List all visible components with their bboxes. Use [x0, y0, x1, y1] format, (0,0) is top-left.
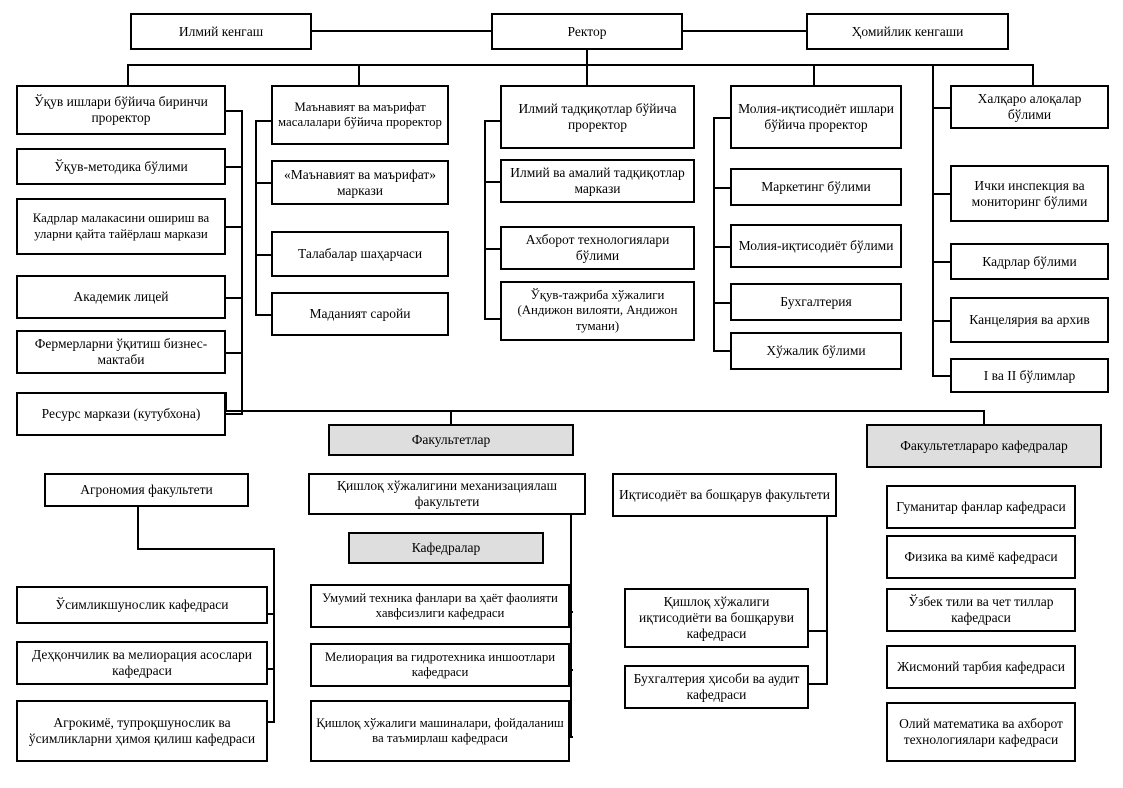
col1-spine [241, 110, 243, 415]
node-col1-child-1[interactable]: Кадрлар малакасини ошириш ва уларни қайт… [16, 198, 226, 255]
link-rector-drop [586, 50, 588, 65]
col5-stub-head [932, 107, 952, 109]
col4-stub-0 [713, 187, 732, 189]
node-faculty-economics[interactable]: Иқтисодиёт ва бошқарув факультети [612, 473, 837, 517]
economics-spine [826, 517, 828, 684]
bus-drop-col3 [586, 64, 588, 85]
node-col3-child-1[interactable]: Ахборот технологиялари бўлими [500, 226, 695, 270]
node-econ-dept-0[interactable]: Қишлоқ хўжалиги иқтисодиёти ва бошқаруви… [624, 588, 809, 648]
agronomy-stub-1 [268, 668, 275, 670]
col5-spine [932, 64, 934, 376]
node-interfaculty-dept-3[interactable]: Жисмоний тарбия кафедраси [886, 645, 1076, 689]
node-faculty-mechanization[interactable]: Қишлоқ хўжалигини механизациялаш факульт… [308, 473, 586, 515]
agronomy-elbow [137, 548, 275, 550]
node-col3-child-0[interactable]: Илмий ва амалий тадқиқотлар маркази [500, 159, 695, 203]
bus-drop-col5 [1032, 64, 1034, 85]
agronomy-stub-0 [268, 613, 275, 615]
col2-spine [255, 120, 257, 316]
node-col1-child-4[interactable]: Ресурс маркази (кутубхона) [16, 392, 226, 436]
node-col2-child-1[interactable]: Талабалар шаҳарчаси [271, 231, 449, 277]
node-agronomy-dept-0[interactable]: Ўсимликшунослик кафедраси [16, 586, 268, 624]
col3-stub-2 [484, 318, 502, 320]
link-rector-to-patronage [683, 30, 806, 32]
node-interfaculty-dept-2[interactable]: Ўзбек тили ва чет тиллар кафедраси [886, 588, 1076, 632]
node-interfaculty-dept-4[interactable]: Олий математика ва ахборот технологиялар… [886, 702, 1076, 762]
col1-stub-4 [226, 413, 243, 415]
main-bus [127, 64, 1033, 66]
node-col5-child-0[interactable]: Ички инспекция ва мониторинг бўлими [950, 165, 1109, 222]
node-interfaculty-dept-0[interactable]: Гуманитар фанлар кафедраси [886, 485, 1076, 529]
col5-stub-0 [932, 193, 952, 195]
faculties-bus-left-riser [225, 392, 227, 412]
bus-drop-col1 [127, 64, 129, 85]
node-col2-head[interactable]: Маънавият ва маърифат масалалари бўйича … [271, 85, 449, 145]
node-col4-child-2[interactable]: Бухгалтерия [730, 283, 902, 321]
faculties-bus [225, 410, 985, 412]
node-scientific-council[interactable]: Илмий кенгаш [130, 13, 312, 50]
link-council-to-rector [312, 30, 491, 32]
col1-stub-1 [226, 226, 243, 228]
col1-stub-head [226, 110, 243, 112]
col5-stub-3 [932, 375, 952, 377]
node-col5-child-1[interactable]: Кадрлар бўлими [950, 243, 1109, 280]
node-rector[interactable]: Ректор [491, 13, 683, 50]
node-col2-child-2[interactable]: Маданият саройи [271, 292, 449, 336]
col2-stub-0 [255, 182, 273, 184]
node-agronomy-dept-2[interactable]: Агрокимё, тупроқшунослик ва ўсимликларни… [16, 700, 268, 762]
econ-stub-0 [808, 630, 828, 632]
node-col5-child-2[interactable]: Канцелярия ва архив [950, 297, 1109, 343]
col3-stub-0 [484, 181, 502, 183]
node-interfaculty-dept-1[interactable]: Физика ва кимё кафедраси [886, 535, 1076, 579]
col2-stub-2 [255, 314, 273, 316]
node-mech-dept-1[interactable]: Мелиорация ва гидротехника иншоотлари ка… [310, 643, 570, 687]
bus-drop-col2 [358, 64, 360, 85]
faculties-bus-drop-faculties [450, 410, 452, 425]
econ-stub-1 [808, 683, 828, 685]
agronomy-drop [137, 507, 139, 549]
node-patronage-council[interactable]: Ҳомийлик кенгаши [806, 13, 1009, 50]
node-mech-dept-0[interactable]: Умумий техника фанлари ва ҳаёт фаолияти … [310, 584, 570, 628]
node-col1-child-2[interactable]: Академик лицей [16, 275, 226, 319]
node-col4-child-3[interactable]: Хўжалик бўлими [730, 332, 902, 370]
col1-stub-3 [226, 352, 243, 354]
node-col5-head[interactable]: Халқаро алоқалар бўлими [950, 85, 1109, 129]
node-interfaculty-label[interactable]: Факультетлараро кафедралар [866, 424, 1102, 468]
col4-stub-3 [713, 350, 732, 352]
col4-spine [713, 117, 715, 352]
agronomy-spine [273, 548, 275, 722]
node-faculties-label[interactable]: Факультетлар [328, 424, 574, 456]
col1-stub-2 [226, 297, 243, 299]
col4-stub-head [713, 117, 732, 119]
node-departments-label[interactable]: Кафедралар [348, 532, 544, 564]
col2-stub-1 [255, 254, 273, 256]
col2-stub-head [255, 120, 273, 122]
node-agronomy-dept-1[interactable]: Деҳқончилик ва мелиорация асослари кафед… [16, 641, 268, 685]
bus-drop-col4 [813, 64, 815, 85]
node-econ-dept-1[interactable]: Бухгалтерия ҳисоби ва аудит кафедраси [624, 665, 809, 709]
col3-stub-1 [484, 248, 502, 250]
node-mech-dept-2[interactable]: Қишлоқ хўжалиги машиналари, фойдаланиш в… [310, 700, 570, 762]
node-faculty-agronomy[interactable]: Агрономия факультети [44, 473, 249, 507]
col5-stub-1 [932, 261, 952, 263]
node-col1-child-3[interactable]: Фермерларни ўқитиш бизнес-мактаби [16, 330, 226, 374]
col3-stub-head [484, 120, 502, 122]
faculties-bus-drop-interfaculty [983, 410, 985, 425]
mechanization-spine [570, 515, 572, 738]
node-col4-child-0[interactable]: Маркетинг бўлими [730, 168, 902, 206]
node-col3-child-2[interactable]: Ўқув-тажриба хўжалиги (Андижон вилояти, … [500, 281, 695, 341]
node-col4-head[interactable]: Молия-иқтисодиёт ишлари бўйича проректор [730, 85, 902, 149]
node-col2-child-0[interactable]: «Маънавият ва маърифат» маркази [271, 160, 449, 205]
col5-stub-2 [932, 320, 952, 322]
node-col3-head[interactable]: Илмий тадқиқотлар бўйича проректор [500, 85, 695, 149]
col4-stub-1 [713, 246, 732, 248]
col1-stub-0 [226, 166, 243, 168]
node-col1-child-0[interactable]: Ўқув-методика бўлими [16, 148, 226, 185]
node-col5-child-3[interactable]: I ва II бўлимлар [950, 358, 1109, 393]
node-col4-child-1[interactable]: Молия-иқтисодиёт бўлими [730, 224, 902, 268]
col4-stub-2 [713, 302, 732, 304]
node-col1-head[interactable]: Ўқув ишлари бўйича биринчи проректор [16, 85, 226, 135]
col3-spine [484, 120, 486, 320]
agronomy-stub-2 [268, 721, 275, 723]
